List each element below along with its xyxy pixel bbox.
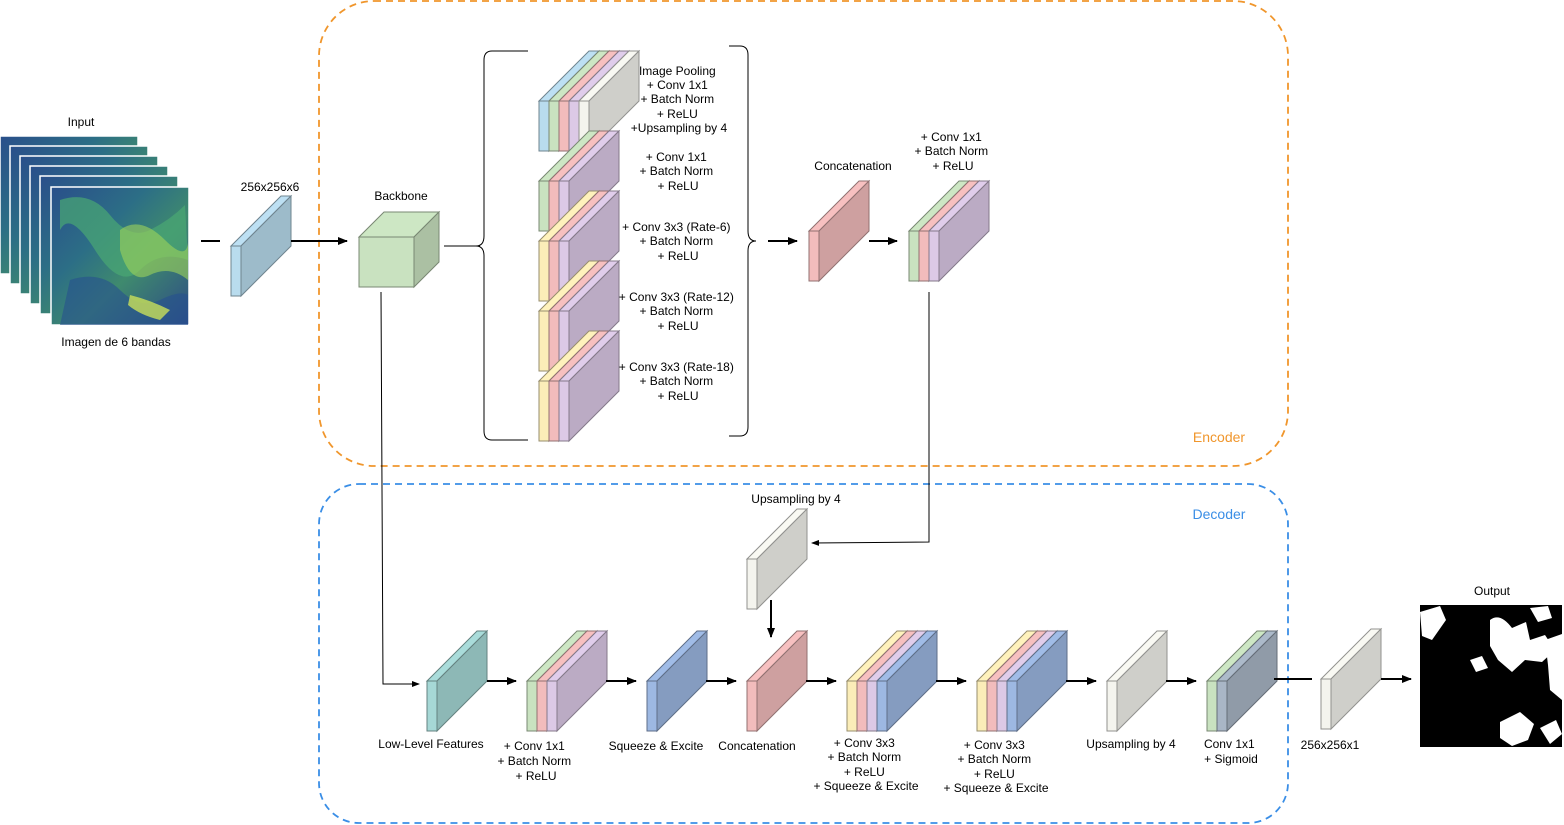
encoder-to-upsample-line [811, 292, 930, 546]
dec-conv1x1-block [525, 629, 609, 733]
backbone-block [357, 210, 441, 289]
encoder-postconv-block [907, 179, 991, 283]
encoder-region [318, 0, 1289, 467]
aspp-rate18-label: + Conv 3x3 (Rate-18) + Batch Norm + ReLU [619, 360, 737, 403]
encoder-concat-label: Concatenation [814, 159, 891, 173]
input-dims: 256x256x6 [241, 180, 300, 194]
aspp-left-brace [475, 50, 528, 441]
decoder-upsample-block [745, 507, 809, 611]
dec-conv1x1-label: + Conv 1x1 + Batch Norm + ReLU [497, 739, 574, 783]
output-dims-label: 256x256x1 [1301, 738, 1360, 752]
input-image-stack [0, 135, 190, 326]
dec-conv3x3-b-block [975, 629, 1069, 733]
output-title: Output [1474, 584, 1511, 598]
output-feature-block [1319, 627, 1383, 731]
dec-upsample-label: Upsampling by 4 [1086, 737, 1176, 751]
low-level-features-block [425, 629, 489, 733]
dec-se-label: Squeeze & Excite [609, 739, 704, 753]
dec-conv3x3-b-label: + Conv 3x3 + Batch Norm + ReLU + Squeeze… [943, 738, 1048, 795]
backbone-label: Backbone [374, 189, 428, 203]
aspp-pool-label: Image Pooling + Conv 1x1 + Batch Norm + … [631, 64, 728, 135]
encoder-concat-block [807, 179, 871, 283]
dec-concat-label: Concatenation [718, 739, 795, 753]
dec-final-conv-label: Conv 1x1 + Sigmoid [1204, 737, 1258, 766]
dec-conv3x3-a-block [845, 629, 939, 733]
layer-blocks [229, 49, 1383, 733]
aspp-rate12-label: + Conv 3x3 (Rate-12) + Batch Norm + ReLU [619, 290, 737, 333]
input-caption: Imagen de 6 bandas [61, 335, 170, 349]
dec-upsample-block [1105, 629, 1169, 733]
dec-conv3x3-a-label: + Conv 3x3 + Batch Norm + ReLU + Squeeze… [813, 736, 918, 793]
output-mask-image [1420, 605, 1562, 747]
encoder-label: Encoder [1193, 429, 1245, 445]
input-feature-block [229, 194, 293, 298]
low-level-skip-line [380, 291, 420, 687]
aspp-pool-block [537, 49, 641, 153]
aspp-right-brace [729, 45, 757, 437]
dec-lowlevel-label: Low-Level Features [378, 737, 483, 751]
decoder-upsample-top-label: Upsampling by 4 [751, 492, 841, 506]
aspp-rate18-block [537, 329, 621, 443]
connectors [201, 45, 1412, 687]
squeeze-excite-block [645, 629, 709, 733]
aspp-rate6-label: + Conv 3x3 (Rate-6) + Batch Norm + ReLU [622, 220, 734, 263]
encoder-postconv-label: + Conv 1x1 + Batch Norm + ReLU [914, 130, 991, 173]
aspp-conv1x1-label: + Conv 1x1 + Batch Norm + ReLU [639, 150, 716, 193]
decoder-region [318, 483, 1289, 824]
input-title: Input [68, 115, 95, 129]
dec-final-conv-block [1205, 629, 1279, 733]
decoder-label: Decoder [1193, 506, 1246, 522]
dec-concat-block [745, 629, 809, 733]
